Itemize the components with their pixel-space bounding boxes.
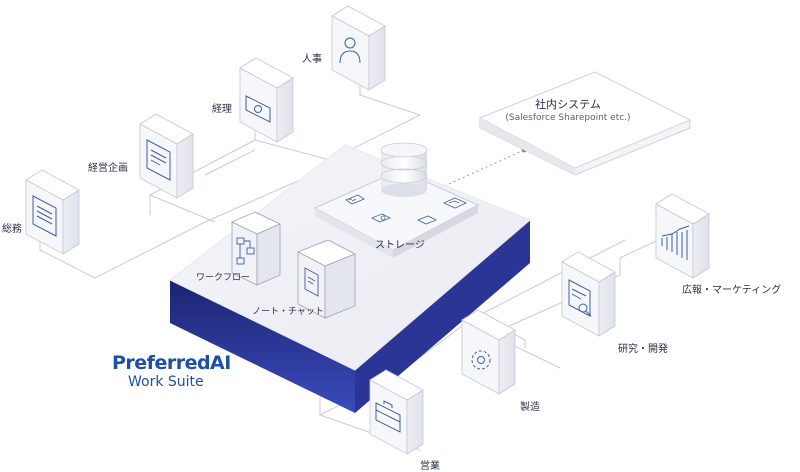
note-chat-cube bbox=[297, 239, 356, 319]
label-kouhou: 広報・マーケティング bbox=[682, 285, 782, 296]
dept-box-seizo bbox=[461, 309, 516, 395]
workflow-cube bbox=[231, 211, 281, 286]
label-keiri: 経理 bbox=[212, 104, 232, 115]
label-jinji: 人事 bbox=[302, 54, 322, 65]
database-icon bbox=[380, 142, 428, 197]
internal-system-plate bbox=[478, 71, 692, 176]
internal-system-subtitle: (Salesforce Sharepoint etc.) bbox=[505, 113, 631, 123]
label-keiei: 経営企画 bbox=[88, 163, 128, 174]
dept-box-keiri bbox=[239, 57, 294, 143]
internal-system-title: 社内システム bbox=[535, 98, 601, 111]
dept-box-keiei bbox=[139, 113, 194, 199]
flowchart-icon bbox=[236, 237, 255, 265]
label-kenkyu: 研究・開発 bbox=[618, 344, 668, 355]
banknote-icon bbox=[245, 95, 271, 123]
dept-box-eigyo bbox=[369, 369, 424, 455]
system-connector bbox=[439, 149, 525, 189]
label-workflow: ワークフロー bbox=[196, 273, 251, 283]
person-icon bbox=[339, 37, 361, 64]
label-eigyo: 営業 bbox=[420, 461, 440, 472]
dept-box-kenkyu bbox=[561, 251, 616, 337]
research-icon bbox=[568, 279, 592, 317]
note-icon bbox=[304, 267, 319, 297]
label-soumu: 総務 bbox=[2, 224, 22, 235]
gear-icon bbox=[471, 350, 491, 370]
bar-chart-icon bbox=[661, 225, 690, 260]
label-seizo: 製造 bbox=[520, 402, 540, 413]
clipboard-icon bbox=[32, 195, 57, 237]
label-storage: ストレージ bbox=[375, 240, 425, 251]
dept-box-soumu bbox=[25, 169, 80, 255]
briefcase-icon bbox=[375, 400, 401, 433]
dept-box-kouhou bbox=[655, 193, 710, 279]
document-icon bbox=[146, 139, 171, 181]
storage-file-icons bbox=[345, 194, 467, 225]
label-note-chat: ノート・チャット bbox=[252, 307, 324, 317]
dept-box-jinji bbox=[331, 5, 386, 91]
brand-logo-name: PreferredAI bbox=[112, 352, 231, 374]
brand-logo-product: Work Suite bbox=[128, 374, 204, 390]
storage-tray bbox=[313, 169, 480, 258]
